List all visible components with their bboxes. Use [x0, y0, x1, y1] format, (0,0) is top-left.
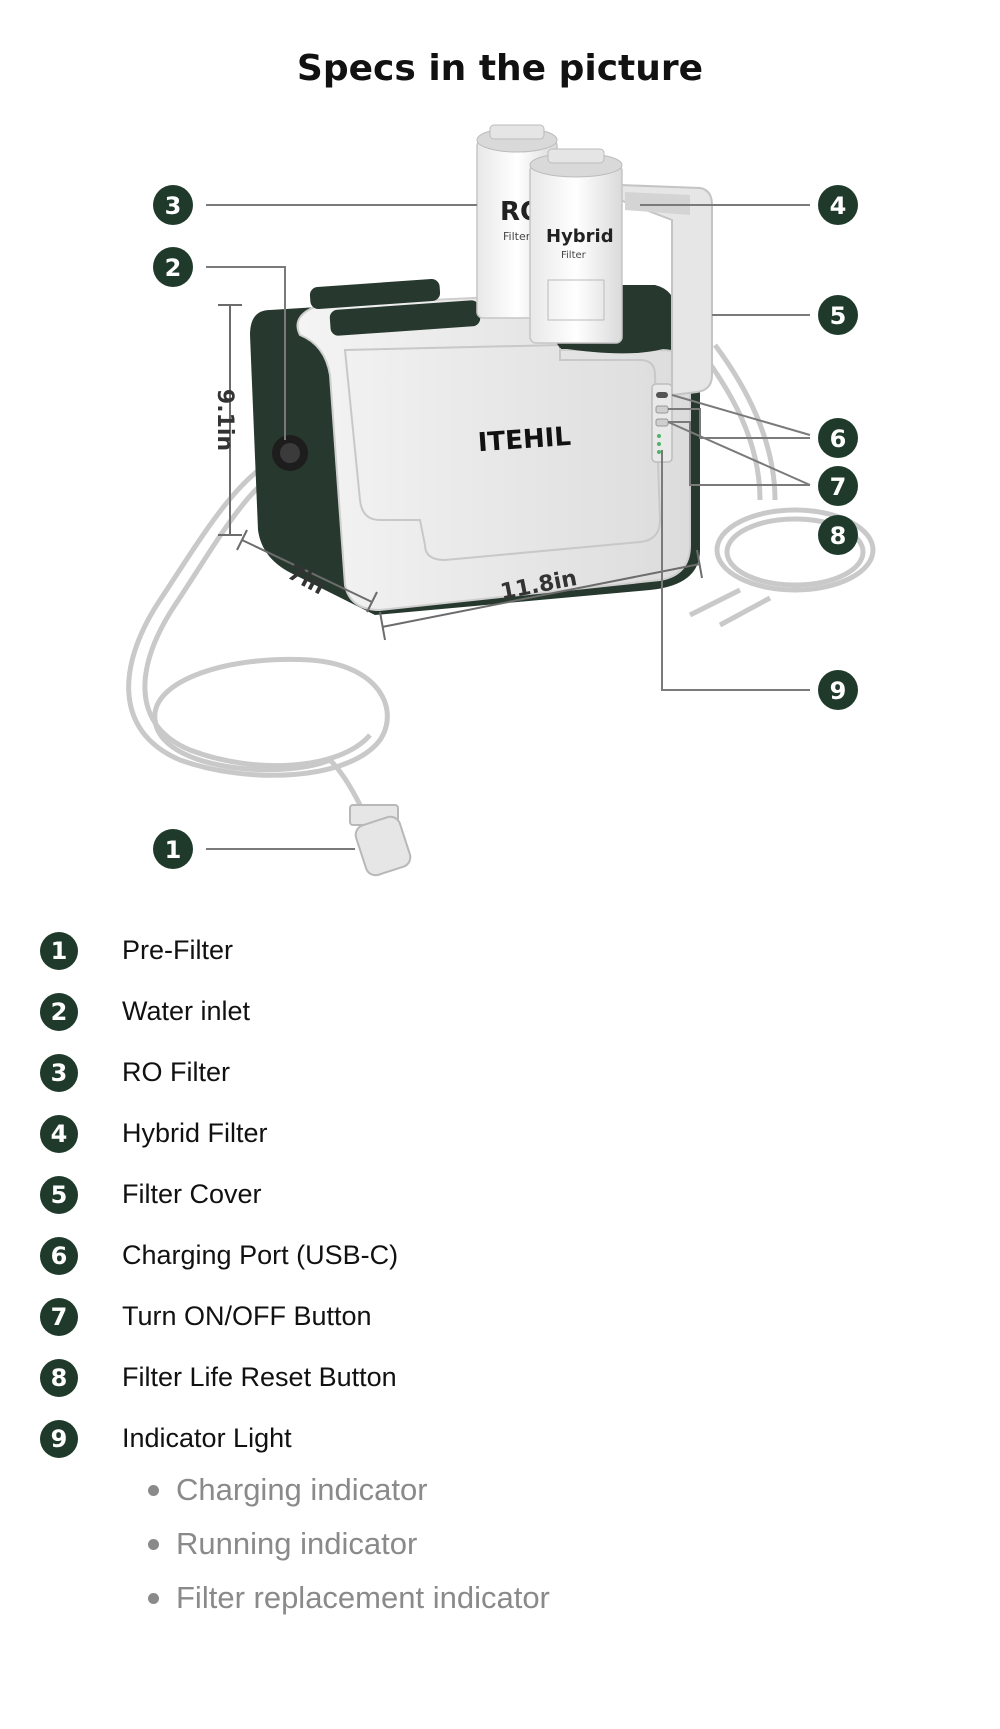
callout-4: 4 [818, 185, 858, 225]
product-diagram: ITEHIL RO Filter Hybrid Filter 9.1in 7in… [126, 124, 876, 877]
callout-7: 7 [818, 466, 858, 506]
callout-8: 8 [818, 515, 858, 555]
legend-number-badge: 7 [40, 1297, 78, 1336]
legend-item-reset-button: 8 Filter Life Reset Button [40, 1347, 960, 1408]
purifier-body [250, 279, 700, 615]
legend-label: Hybrid Filter [122, 1118, 268, 1148]
sub-item-running: Running indicator [148, 1517, 550, 1571]
callout-9: 9 [818, 670, 858, 710]
callout-number: 1 [165, 836, 182, 864]
height-dimension: 9.1in [212, 389, 237, 451]
legend-label: Water inlet [122, 996, 251, 1026]
indicator-sublist: Charging indicator Running indicator Fil… [148, 1463, 550, 1625]
filter-cover-graphic [619, 183, 713, 397]
pre-filter-unit [349, 804, 412, 877]
callout-number: 2 [165, 254, 182, 282]
legend-item-water-inlet: 2 Water inlet [40, 981, 960, 1042]
legend-label: Filter Cover [122, 1179, 262, 1209]
leader-lines [206, 204, 811, 850]
callout-3: 3 [153, 185, 193, 225]
legend-number-badge: 6 [40, 1236, 78, 1275]
legend-label: Charging Port (USB-C) [122, 1240, 399, 1270]
legend-number-badge: 9 [40, 1419, 78, 1458]
sub-item-label: Charging indicator [176, 1472, 428, 1507]
callout-number: 7 [830, 473, 847, 501]
hybrid-filter-text: Hybrid [546, 226, 614, 247]
legend-item-pre-filter: 1 Pre-Filter [40, 920, 960, 981]
legend-item-power-button: 7 Turn ON/OFF Button [40, 1286, 960, 1347]
sub-item-charging: Charging indicator [148, 1463, 550, 1517]
ro-filter-subtext: Filter [503, 230, 531, 243]
legend-number-badge: 3 [40, 1053, 78, 1092]
right-tubing [688, 343, 876, 628]
legend-item-filter-cover: 5 Filter Cover [40, 1164, 960, 1225]
legend-label: Pre-Filter [122, 935, 234, 965]
callout-6: 6 [818, 418, 858, 458]
brand-logo: ITEHIL [477, 422, 572, 458]
callout-number: 4 [830, 192, 847, 220]
callout-2: 2 [153, 247, 193, 287]
callout-5: 5 [818, 295, 858, 335]
bullet-dot [148, 1592, 159, 1604]
callout-number: 9 [830, 677, 847, 705]
sub-item-label: Running indicator [176, 1526, 418, 1561]
hybrid-filter-subtext: Filter [561, 250, 587, 261]
legend-item-ro-filter: 3 RO Filter [40, 1042, 960, 1103]
callout-number: 5 [830, 302, 847, 330]
legend-number-badge: 1 [40, 931, 78, 970]
parts-legend: 1 Pre-Filter 2 Water inlet 3 RO Filter 4… [40, 920, 960, 1469]
legend-label: Turn ON/OFF Button [122, 1301, 372, 1331]
sub-item-filter-replacement: Filter replacement indicator [148, 1571, 550, 1625]
legend-number-badge: 8 [40, 1358, 78, 1397]
legend-label: Filter Life Reset Button [122, 1362, 397, 1392]
callout-1: 1 [153, 829, 193, 869]
legend-item-charging-port: 6 Charging Port (USB-C) [40, 1225, 960, 1286]
callout-number: 6 [830, 425, 847, 453]
legend-label: Indicator Light [122, 1423, 292, 1453]
hybrid-filter-cartridge [529, 148, 623, 344]
legend-number-badge: 4 [40, 1114, 78, 1153]
dimension-lines [218, 304, 703, 641]
legend-number-badge: 2 [40, 992, 78, 1031]
callout-number: 8 [830, 522, 847, 550]
legend-label: RO Filter [122, 1057, 230, 1087]
bullet-dot [148, 1484, 159, 1496]
page-title: Specs in the picture [296, 48, 704, 89]
bullet-dot [148, 1538, 159, 1550]
legend-number-badge: 5 [40, 1175, 78, 1214]
sub-item-label: Filter replacement indicator [176, 1580, 550, 1615]
legend-item-indicator-light: 9 Indicator Light [40, 1408, 960, 1469]
legend-item-hybrid-filter: 4 Hybrid Filter [40, 1103, 960, 1164]
callout-number: 3 [165, 192, 182, 220]
